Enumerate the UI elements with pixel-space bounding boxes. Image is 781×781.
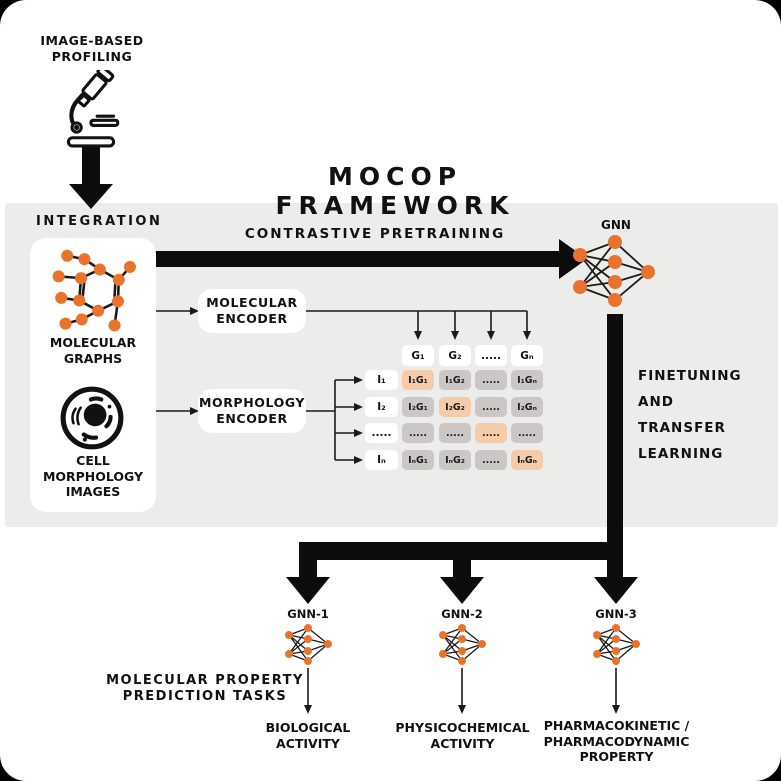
model-label-gnn-2: GNN-2 xyxy=(441,607,483,621)
morphology-encoder-box: MORPHOLOGY ENCODER xyxy=(198,389,306,433)
images-to-morphology-encoder-arrow xyxy=(155,407,199,415)
integration-panel xyxy=(30,238,156,512)
matrix-cell: ..... xyxy=(439,423,471,443)
finetuning-branch-arrows xyxy=(286,314,638,604)
cell-morphology-label: CELL MORPHOLOGY IMAGES xyxy=(42,453,144,500)
matrix-cell-diagonal: I₁G₁ xyxy=(402,370,434,390)
matrix-cell: ..... xyxy=(475,370,507,390)
morphology-encoder-output-lines xyxy=(306,376,363,464)
contrastive-pretraining-arrow xyxy=(155,239,587,279)
matrix-row-label: I₁ xyxy=(365,370,398,390)
molecular-encoder-box: MOLECULAR ENCODER xyxy=(198,289,306,333)
matrix-row-label: I₂ xyxy=(365,397,398,417)
molecular-encoder-output-lines xyxy=(306,310,531,340)
cell-morphology-icon xyxy=(60,386,124,450)
matrix-col-header: ..... xyxy=(475,345,507,366)
matrix-cell-diagonal: IₙGₙ xyxy=(511,450,543,470)
matrix-cell-diagonal: ..... xyxy=(475,423,507,443)
matrix-cell: IₙG₂ xyxy=(439,450,471,470)
microscope-icon xyxy=(66,70,120,148)
matrix-cell: ..... xyxy=(402,423,434,443)
matrix-row-label: ..... xyxy=(365,423,398,443)
model-label-gnn-1: GNN-1 xyxy=(287,607,329,621)
prediction-tasks-label: MOLECULAR PROPERTY PREDICTION TASKS xyxy=(106,673,304,705)
gnn-3-network-icon xyxy=(593,624,640,665)
matrix-cell: I₁G₂ xyxy=(439,370,471,390)
contrastive-pretraining-label: CONTRASTIVE PRETRAINING xyxy=(244,226,506,242)
task-biological-activity: BIOLOGICAL ACTIVITY xyxy=(265,720,351,751)
model-label-gnn-3: GNN-3 xyxy=(595,607,637,621)
matrix-cell: IₙG₁ xyxy=(402,450,434,470)
gnn-label: GNN xyxy=(601,218,631,232)
matrix-cell-diagonal: I₂G₂ xyxy=(439,397,471,417)
matrix-cell: ..... xyxy=(475,450,507,470)
gnn-2-network-icon xyxy=(439,624,486,665)
model-to-task-arrows xyxy=(304,668,620,714)
matrix-row-label: Iₙ xyxy=(365,450,398,470)
task-pharmacokinetic-property: PHARMACOKINETIC / PHARMACODYNAMIC PROPER… xyxy=(543,718,690,765)
finetuning-label: FINETUNING AND TRANSFER LEARNING xyxy=(638,368,742,462)
profiling-to-framework-arrow xyxy=(69,146,113,209)
molecular-graphs-label: MOLECULAR GRAPHS xyxy=(49,335,137,366)
matrix-cell: I₂G₁ xyxy=(402,397,434,417)
graphs-to-molecular-encoder-arrow xyxy=(155,307,199,315)
gnn-network-icon xyxy=(573,235,655,307)
task-physicochemical-activity: PHYSICOCHEMICAL ACTIVITY xyxy=(395,720,530,751)
framework-title: MOCOP FRAMEWORK xyxy=(275,162,515,220)
molecular-graph-icon xyxy=(52,249,136,332)
matrix-cell: I₂Gₙ xyxy=(511,397,543,417)
matrix-cell: ..... xyxy=(475,397,507,417)
molecule-nodes xyxy=(52,249,136,332)
gnn-1-network-icon xyxy=(285,624,332,665)
matrix-col-header: G₂ xyxy=(439,345,471,366)
profiling-label: IMAGE-BASED PROFILING xyxy=(40,33,144,64)
matrix-cell: I₁Gₙ xyxy=(511,370,543,390)
matrix-col-header: G₁ xyxy=(402,345,434,366)
matrix-col-header: Gₙ xyxy=(511,345,543,366)
matrix-cell: ..... xyxy=(511,423,543,443)
integration-label: INTEGRATION xyxy=(36,214,163,229)
